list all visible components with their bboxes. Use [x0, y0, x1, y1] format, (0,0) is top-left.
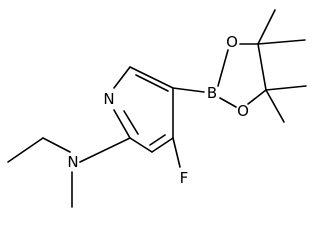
bond-c4-c3	[151, 137, 174, 153]
bond-c6-c5	[129, 66, 174, 89]
molecule-structure: N N F B O O	[7, 9, 307, 208]
bond-c4-f	[172, 137, 181, 168]
atom-label-o2: O	[237, 102, 249, 120]
bond-b-o2	[219, 97, 237, 108]
dioxaborolane-ring	[217, 9, 307, 123]
atom-label-f: F	[180, 169, 189, 187]
bond-ethyl-ch3	[7, 137, 44, 163]
atom-label-o1: O	[226, 33, 238, 51]
atom-label-b: B	[207, 84, 217, 102]
bond-n1-c6	[113, 66, 131, 89]
bond-methyl-2	[257, 39, 306, 45]
bond-b-o1	[217, 49, 229, 87]
bond-c5-b	[172, 87, 205, 93]
atom-label-n1: N	[103, 90, 114, 108]
bond-c-c	[257, 43, 267, 91]
bond-c3-c2	[129, 137, 153, 153]
bond-c2-n1	[113, 109, 131, 139]
bond-methyl-4	[265, 89, 285, 123]
bond-n2-ethyl	[42, 137, 71, 153]
bond-methyl-1	[257, 9, 276, 45]
atom-label-n2: N	[67, 153, 78, 171]
bond-c6-c5-inner	[135, 74, 169, 92]
bond-c2-n2	[79, 137, 131, 163]
pyridine-ring	[113, 66, 174, 153]
bond-methyl-3	[265, 85, 307, 91]
bond-c4-c3-inner	[149, 134, 166, 146]
bond-c2-n1-inner	[123, 110, 139, 135]
bond-o2-c	[247, 89, 267, 105]
